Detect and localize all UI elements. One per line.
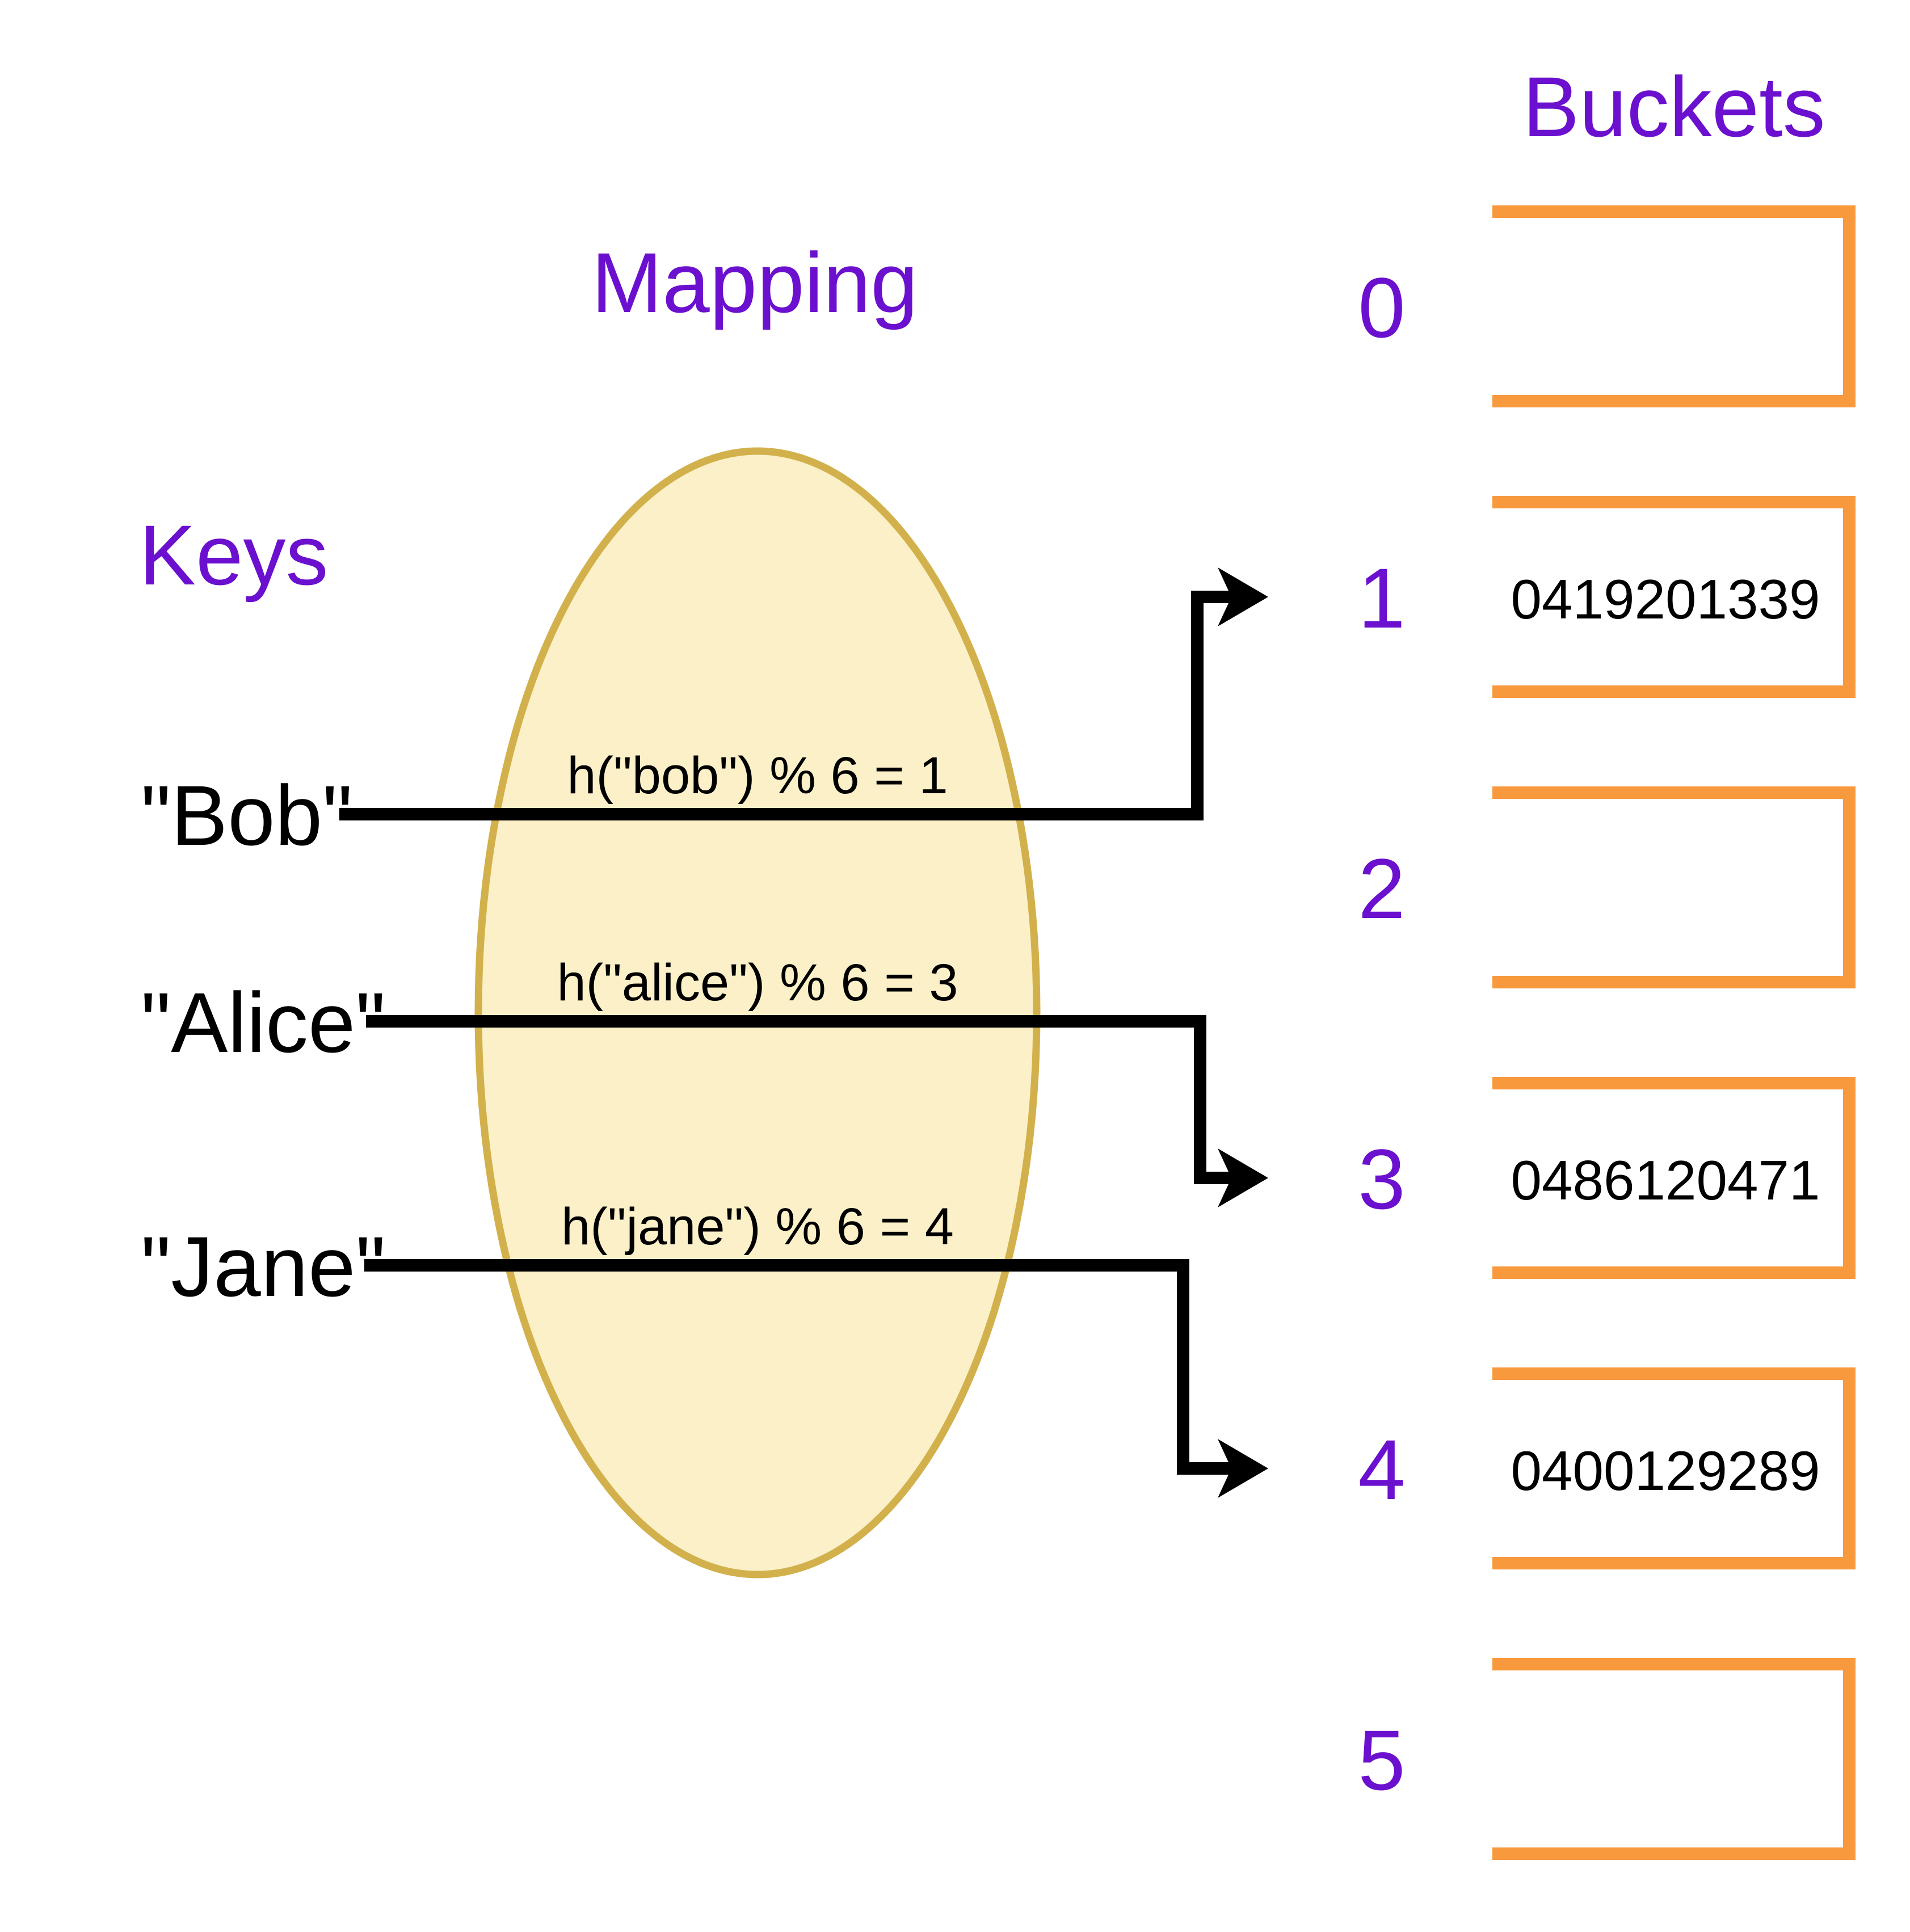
key-label-bob: "Bob" bbox=[141, 768, 352, 863]
bucket-index-0: 0 bbox=[1358, 260, 1405, 355]
bucket-index-4: 4 bbox=[1358, 1422, 1405, 1517]
bucket-box-3 bbox=[1492, 1077, 1856, 1279]
arrow-head-bob-icon bbox=[1218, 567, 1268, 626]
bucket-box-5 bbox=[1492, 1658, 1856, 1860]
bucket-row-1: 1 0419201339 bbox=[1358, 496, 1856, 698]
bucket-box-1 bbox=[1492, 496, 1856, 698]
bucket-box-2 bbox=[1492, 786, 1856, 988]
bucket-index-3: 3 bbox=[1358, 1131, 1405, 1227]
hash-label-bob: h("bob") % 6 = 1 bbox=[567, 747, 948, 805]
bucket-box-0 bbox=[1492, 205, 1856, 407]
bucket-row-0: 0 bbox=[1358, 205, 1856, 407]
buckets-heading: Buckets bbox=[1522, 59, 1825, 154]
bucket-row-5: 5 bbox=[1358, 1658, 1856, 1860]
arrow-head-jane-icon bbox=[1218, 1439, 1268, 1498]
key-row-alice: "Alice" h("alice") % 6 = 3 bbox=[141, 954, 1268, 1207]
hash-label-alice: h("alice") % 6 = 3 bbox=[557, 954, 958, 1012]
bucket-row-2: 2 bbox=[1358, 786, 1856, 988]
key-connector-bob bbox=[339, 591, 1232, 820]
key-label-jane: "Jane" bbox=[141, 1219, 386, 1314]
bucket-box-4 bbox=[1492, 1367, 1856, 1569]
key-row-bob: "Bob" h("bob") % 6 = 1 bbox=[141, 567, 1268, 863]
bucket-index-5: 5 bbox=[1358, 1712, 1405, 1808]
bucket-row-3: 3 0486120471 bbox=[1358, 1077, 1856, 1279]
hash-label-jane: h("jane") % 6 = 4 bbox=[561, 1198, 954, 1256]
key-connector-alice bbox=[366, 1015, 1232, 1184]
bucket-value-3: 0486120471 bbox=[1511, 1149, 1820, 1211]
key-connector-jane bbox=[364, 1259, 1232, 1475]
key-label-alice: "Alice" bbox=[141, 975, 386, 1070]
bucket-index-2: 2 bbox=[1358, 841, 1405, 936]
arrow-head-alice-icon bbox=[1218, 1148, 1268, 1207]
mapping-heading: Mapping bbox=[591, 235, 918, 330]
key-row-jane: "Jane" h("jane") % 6 = 4 bbox=[141, 1198, 1268, 1498]
keys-heading: Keys bbox=[139, 507, 328, 603]
mapping-ellipse bbox=[474, 447, 1041, 1579]
bucket-value-4: 0400129289 bbox=[1511, 1439, 1820, 1502]
bucket-index-1: 1 bbox=[1358, 550, 1405, 646]
bucket-value-1: 0419201339 bbox=[1511, 568, 1820, 630]
bucket-row-4: 4 0400129289 bbox=[1358, 1367, 1856, 1569]
